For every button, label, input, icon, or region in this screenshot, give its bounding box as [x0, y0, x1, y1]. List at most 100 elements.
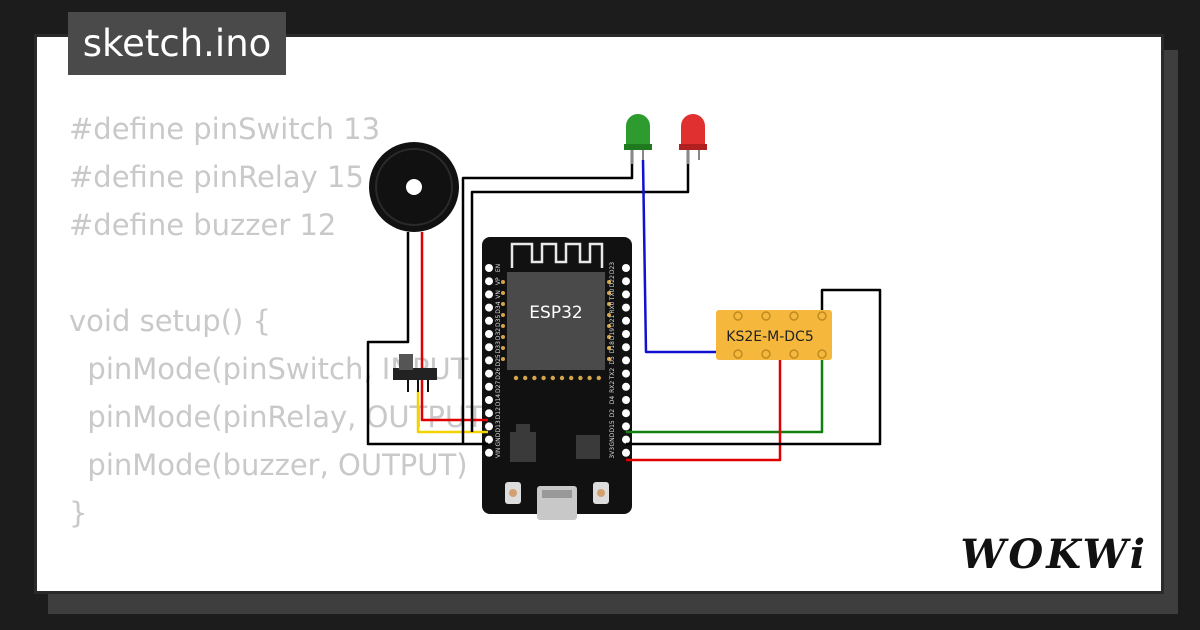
switch-lever — [399, 354, 413, 370]
pin-label: VIN — [495, 448, 502, 458]
pin-hole[interactable] — [622, 264, 630, 272]
pin-hole[interactable] — [622, 277, 630, 286]
pin-hole[interactable] — [485, 448, 493, 457]
wokwi-logo: WOKWi — [960, 531, 1148, 578]
module-pad — [501, 346, 505, 350]
pin-hole[interactable] — [485, 422, 493, 431]
pin-hole[interactable] — [485, 369, 493, 378]
module-pad — [501, 324, 505, 328]
pin-label: VN — [495, 290, 502, 299]
wire-relay-gnd — [626, 288, 882, 446]
pin-label: D23 — [609, 262, 616, 274]
pin-label: D14 — [495, 394, 502, 406]
code-preview: #define pinSwitch 13#define pinRelay 15#… — [69, 105, 484, 591]
pin-hole[interactable] — [622, 356, 630, 365]
buzzer[interactable] — [369, 142, 459, 232]
module-pad — [569, 375, 574, 381]
code-line: } — [69, 496, 88, 530]
pin-hole[interactable] — [622, 448, 630, 457]
pin-hole[interactable] — [622, 382, 630, 391]
wire-buzzer-d12 — [420, 232, 488, 422]
pin-hole[interactable] — [622, 330, 630, 338]
pin-label: D32 — [495, 328, 502, 340]
pin-hole[interactable] — [622, 369, 630, 378]
pin-hole[interactable] — [622, 435, 630, 444]
pin-label: D12 — [495, 407, 502, 419]
led-red[interactable] — [679, 114, 707, 164]
pin-label: D33 — [495, 341, 502, 353]
wire-led-red-cathode — [470, 150, 690, 432]
module-pad — [501, 335, 505, 339]
pin-hole[interactable] — [485, 277, 493, 286]
pin-label: 3V3 — [609, 447, 616, 459]
pin-label: D25 — [495, 354, 502, 366]
pin-hole[interactable] — [485, 264, 493, 272]
pin-hole[interactable] — [485, 356, 493, 365]
pin-label: D19 — [609, 328, 616, 340]
module-pad — [607, 302, 611, 306]
usb-port-slot — [542, 490, 572, 498]
module-pad — [578, 375, 583, 381]
module-pad — [501, 357, 505, 361]
pin-label: D22 — [609, 275, 616, 287]
module-pad — [607, 291, 611, 295]
pin-hole[interactable] — [622, 396, 630, 404]
chip-label: ESP32 — [529, 303, 582, 323]
pin-hole[interactable] — [485, 396, 493, 404]
pin-label: VP — [495, 277, 502, 285]
module-pad — [559, 375, 565, 381]
pin-header-left: ENVPVND34D35D32D33D25D26D27D14D12D13GNDV… — [485, 264, 502, 458]
pin-label: D2 — [609, 409, 616, 418]
pin-hole[interactable] — [485, 303, 493, 312]
code-line: void setup() { — [69, 304, 271, 338]
relay-label: KS2E-M-DC5 — [726, 329, 813, 345]
pin-hole[interactable] — [485, 382, 493, 391]
pin-label: D27 — [495, 380, 502, 392]
pin-label: EN — [495, 264, 502, 272]
pin-label: RX2 — [609, 381, 616, 393]
pin-hole[interactable] — [622, 343, 630, 352]
module-pins — [501, 280, 611, 381]
relay[interactable]: KS2E-M-DC5 — [716, 310, 832, 360]
code-line: #define pinRelay 15 — [69, 160, 364, 194]
project-title[interactable]: sketch.ino — [68, 12, 286, 75]
esp32-board[interactable]: ESP32 ENVPVND34D35D32D33D25D26D27D14D12D… — [482, 237, 632, 520]
slide-switch[interactable] — [393, 354, 437, 392]
antenna-trace — [510, 242, 604, 268]
module-pad — [550, 375, 555, 381]
regulator-chip — [510, 432, 536, 462]
code-line: pinMode(pinSwitch, INPUT — [69, 352, 469, 386]
code-line: #define buzzer 12 — [69, 208, 337, 242]
pin-hole[interactable] — [622, 409, 630, 418]
module-pad — [541, 375, 546, 381]
pin-hole[interactable] — [485, 330, 493, 338]
wire-led-green-relay — [641, 159, 716, 354]
module-pad — [607, 346, 611, 350]
pin-label: TX0 — [609, 288, 616, 301]
pin-label: D26 — [495, 367, 502, 379]
wire-buzzer-gnd — [366, 232, 488, 446]
module-pad — [501, 291, 505, 295]
wire-switch-d13 — [416, 390, 488, 434]
esp32-module — [507, 272, 605, 370]
pin-hole[interactable] — [485, 290, 493, 299]
pin-hole[interactable] — [622, 316, 630, 325]
usb-uart-chip — [576, 435, 600, 459]
module-pad — [532, 375, 537, 381]
led-green[interactable] — [624, 114, 652, 164]
pin-hole[interactable] — [485, 343, 493, 352]
pin-label: GND — [495, 432, 502, 446]
pin-label: D21 — [609, 314, 616, 326]
pin-hole[interactable] — [622, 303, 630, 312]
pin-label: D18 — [609, 341, 616, 353]
pin-hole[interactable] — [485, 435, 493, 444]
pin-hole[interactable] — [485, 409, 493, 418]
module-pad — [587, 375, 592, 381]
module-pad — [513, 375, 519, 381]
wire-relay-3v3 — [626, 356, 782, 462]
module-pad — [501, 313, 505, 317]
pin-hole[interactable] — [622, 290, 630, 299]
module-pad — [501, 302, 505, 306]
pin-hole[interactable] — [485, 316, 493, 325]
pin-hole[interactable] — [622, 422, 630, 431]
